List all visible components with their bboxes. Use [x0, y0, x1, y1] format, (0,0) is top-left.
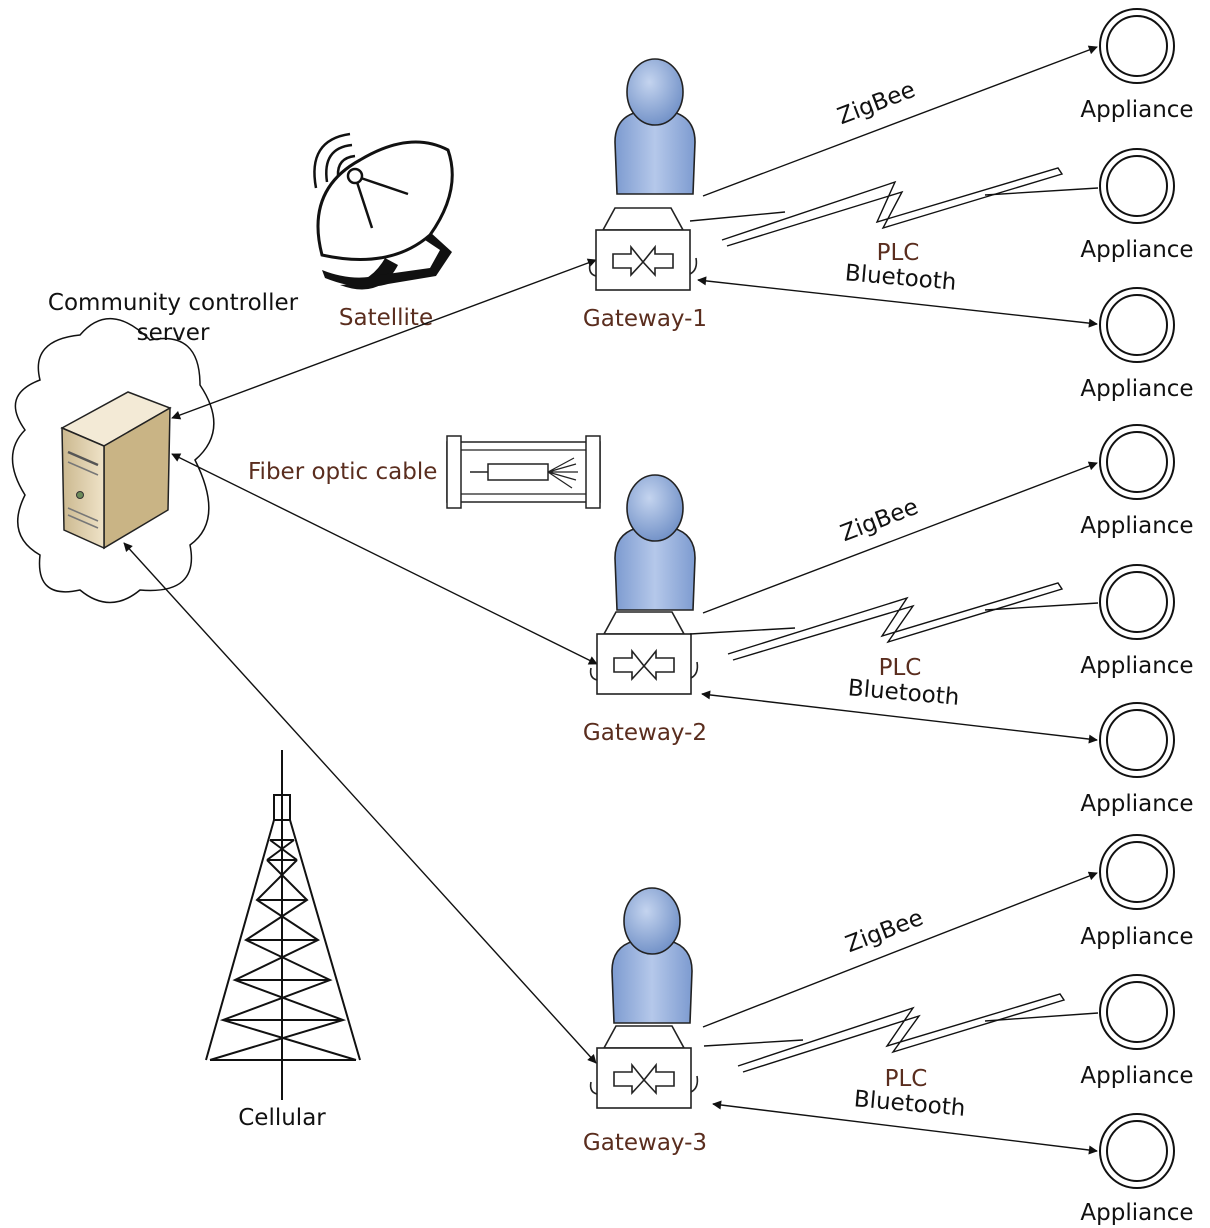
appliance-label: Appliance — [1080, 97, 1193, 123]
cellular-tower-icon — [205, 750, 361, 1100]
appliance-icon — [1099, 287, 1175, 363]
gateway-1-label: Gateway-1 — [583, 306, 707, 332]
appliance-icon — [1099, 702, 1175, 778]
gateway-1-plc-bolt — [721, 167, 1064, 247]
gateway-2-bluetooth-link — [701, 690, 1098, 744]
appliance-label: Appliance — [1080, 791, 1193, 817]
gateway-2-group: Gateway-2 ZigBee PLC Bluetooth — [583, 461, 1099, 746]
appliance-icon — [1099, 834, 1175, 910]
gateway-1-zigbee-link — [702, 45, 1098, 197]
gateway-2-zigbee-link — [702, 461, 1098, 614]
gateway-1-group: Gateway-1 ZigBee PLC Bluetooth — [583, 45, 1099, 332]
appliance-2: Appliance — [1080, 148, 1194, 263]
appliance-label: Appliance — [1080, 513, 1193, 539]
appliance-8: Appliance — [1080, 974, 1194, 1089]
appliance-label: Appliance — [1080, 1200, 1193, 1226]
gateway-1-bluetooth-label: Bluetooth — [844, 260, 957, 296]
gateway-2-user-icon — [614, 474, 696, 611]
gateway-2-router-icon — [589, 611, 699, 695]
gateway-3-bluetooth-link — [712, 1100, 1098, 1155]
appliance-label: Appliance — [1080, 924, 1193, 950]
gateway-2-bluetooth-label: Bluetooth — [847, 675, 960, 711]
satellite-link-line — [171, 258, 597, 420]
appliance-3: Appliance — [1080, 287, 1194, 402]
appliance-label: Appliance — [1080, 376, 1193, 402]
gateway-3-plc-bolt — [737, 993, 1066, 1073]
satellite-label: Satellite — [339, 305, 433, 331]
gateway-1-plc-label: PLC — [877, 240, 920, 266]
gateway-3-plc-line-left — [703, 1039, 804, 1047]
gateway-3-bluetooth-label: Bluetooth — [853, 1086, 966, 1122]
appliance-label: Appliance — [1080, 653, 1193, 679]
appliance-label: Appliance — [1080, 237, 1193, 263]
appliance-5: Appliance — [1080, 564, 1194, 679]
gateway-3-user-icon — [611, 887, 693, 1024]
gateway-2-plc-label: PLC — [879, 655, 922, 681]
satellite-dish-icon — [313, 132, 454, 290]
gateway-2-plc-bolt — [727, 582, 1064, 661]
cellular-link-line — [123, 542, 597, 1064]
gateway-3-zigbee-link — [702, 871, 1098, 1028]
appliance-6: Appliance — [1080, 702, 1194, 817]
appliance-7: Appliance — [1080, 834, 1194, 950]
appliance-icon — [1099, 424, 1175, 500]
appliance-icon — [1099, 974, 1175, 1050]
appliance-4: Appliance — [1080, 424, 1194, 539]
appliance-icon — [1099, 148, 1175, 224]
gateway-2-plc-line-left — [689, 627, 796, 635]
gateway-2-plc-line-right — [984, 602, 1099, 611]
appliance-1: Appliance — [1080, 8, 1194, 123]
gateway-3-label: Gateway-3 — [583, 1130, 707, 1156]
server-icon — [60, 391, 172, 550]
gateway-1-plc-line-left — [689, 211, 786, 222]
gateway-3-zigbee-label: ZigBee — [842, 905, 927, 958]
appliance-label: Appliance — [1080, 1063, 1193, 1089]
server-label-line1: Community controller — [48, 290, 299, 316]
appliance-icon — [1099, 564, 1175, 640]
server-label-line2: server — [137, 320, 210, 346]
gateway-2-label: Gateway-2 — [583, 720, 707, 746]
fiber-link-line — [171, 453, 598, 665]
appliance-icon — [1099, 8, 1175, 84]
gateway-1-router-icon — [588, 207, 698, 291]
gateway-3-group: Gateway-3 ZigBee PLC Bluetooth — [583, 871, 1099, 1156]
gateway-3-plc-line-right — [984, 1012, 1099, 1022]
cellular-label: Cellular — [238, 1105, 326, 1131]
appliance-icon — [1099, 1113, 1175, 1189]
fiber-optic-cable-icon — [446, 435, 601, 509]
appliance-9: Appliance — [1080, 1113, 1194, 1226]
fiber-optic-cable-label: Fiber optic cable — [248, 459, 437, 485]
gateway-1-bluetooth-link — [697, 276, 1098, 328]
gateway-3-router-icon — [589, 1025, 699, 1109]
gateway-3-plc-label: PLC — [885, 1066, 928, 1092]
gateway-1-zigbee-label: ZigBee — [834, 77, 919, 130]
gateway-1-user-icon — [614, 58, 696, 195]
gateway-1-plc-line-right — [984, 187, 1099, 196]
gateway-2-zigbee-label: ZigBee — [837, 494, 922, 547]
